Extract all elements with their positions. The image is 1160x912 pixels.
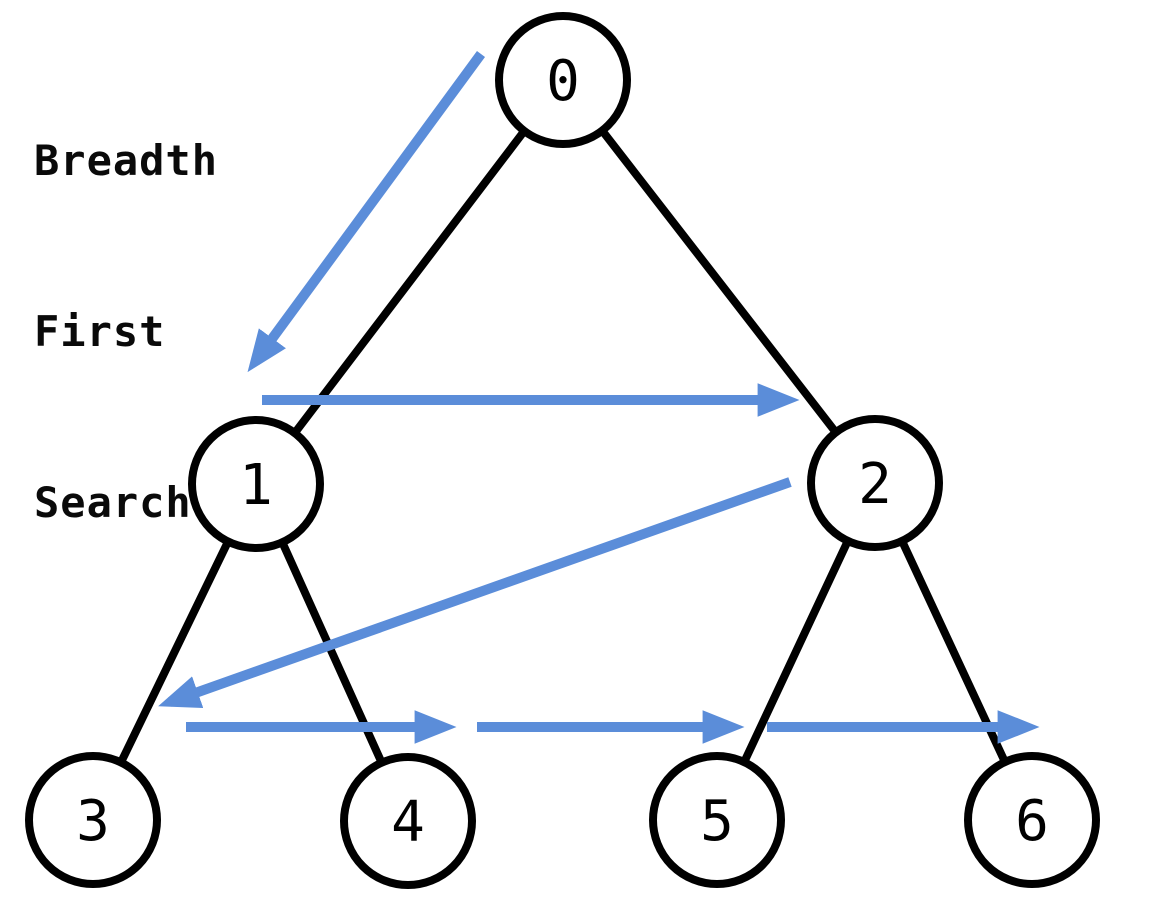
node-0-circle (495, 12, 631, 148)
diagram-title: Breadth First Search (34, 18, 218, 645)
node-1-circle (188, 416, 324, 552)
node-0: 0 (495, 12, 631, 148)
title-line-1: Breadth (34, 136, 219, 185)
node-5-label: 5 (700, 789, 734, 854)
tree-edge-0-2 (559, 76, 879, 487)
node-5: 5 (649, 752, 785, 888)
tree-nodes: 0 1 2 3 4 5 6 (25, 12, 1100, 889)
node-2: 2 (807, 415, 943, 551)
node-0-label: 0 (546, 49, 580, 114)
node-6: 6 (964, 752, 1100, 888)
node-3: 3 (25, 752, 161, 888)
bfs-arrow-0-to-1 (247, 51, 486, 373)
node-2-circle (807, 415, 943, 551)
node-4-circle (340, 753, 476, 889)
title-line-3: Search (34, 478, 192, 527)
bfs-traversal-arrows (158, 51, 1040, 744)
node-4-label: 4 (391, 790, 425, 855)
node-3-label: 3 (76, 789, 110, 854)
tree-edge-0-1 (252, 76, 567, 488)
node-2-label: 2 (858, 452, 892, 517)
node-1: 1 (188, 416, 324, 552)
node-1-label: 1 (239, 453, 273, 518)
node-5-circle (649, 752, 785, 888)
node-3-circle (25, 752, 161, 888)
title-line-2: First (34, 307, 166, 356)
node-4: 4 (340, 753, 476, 889)
node-6-circle (964, 752, 1100, 888)
bfs-arrow-2-to-3 (158, 477, 792, 709)
node-6-label: 6 (1015, 789, 1049, 854)
